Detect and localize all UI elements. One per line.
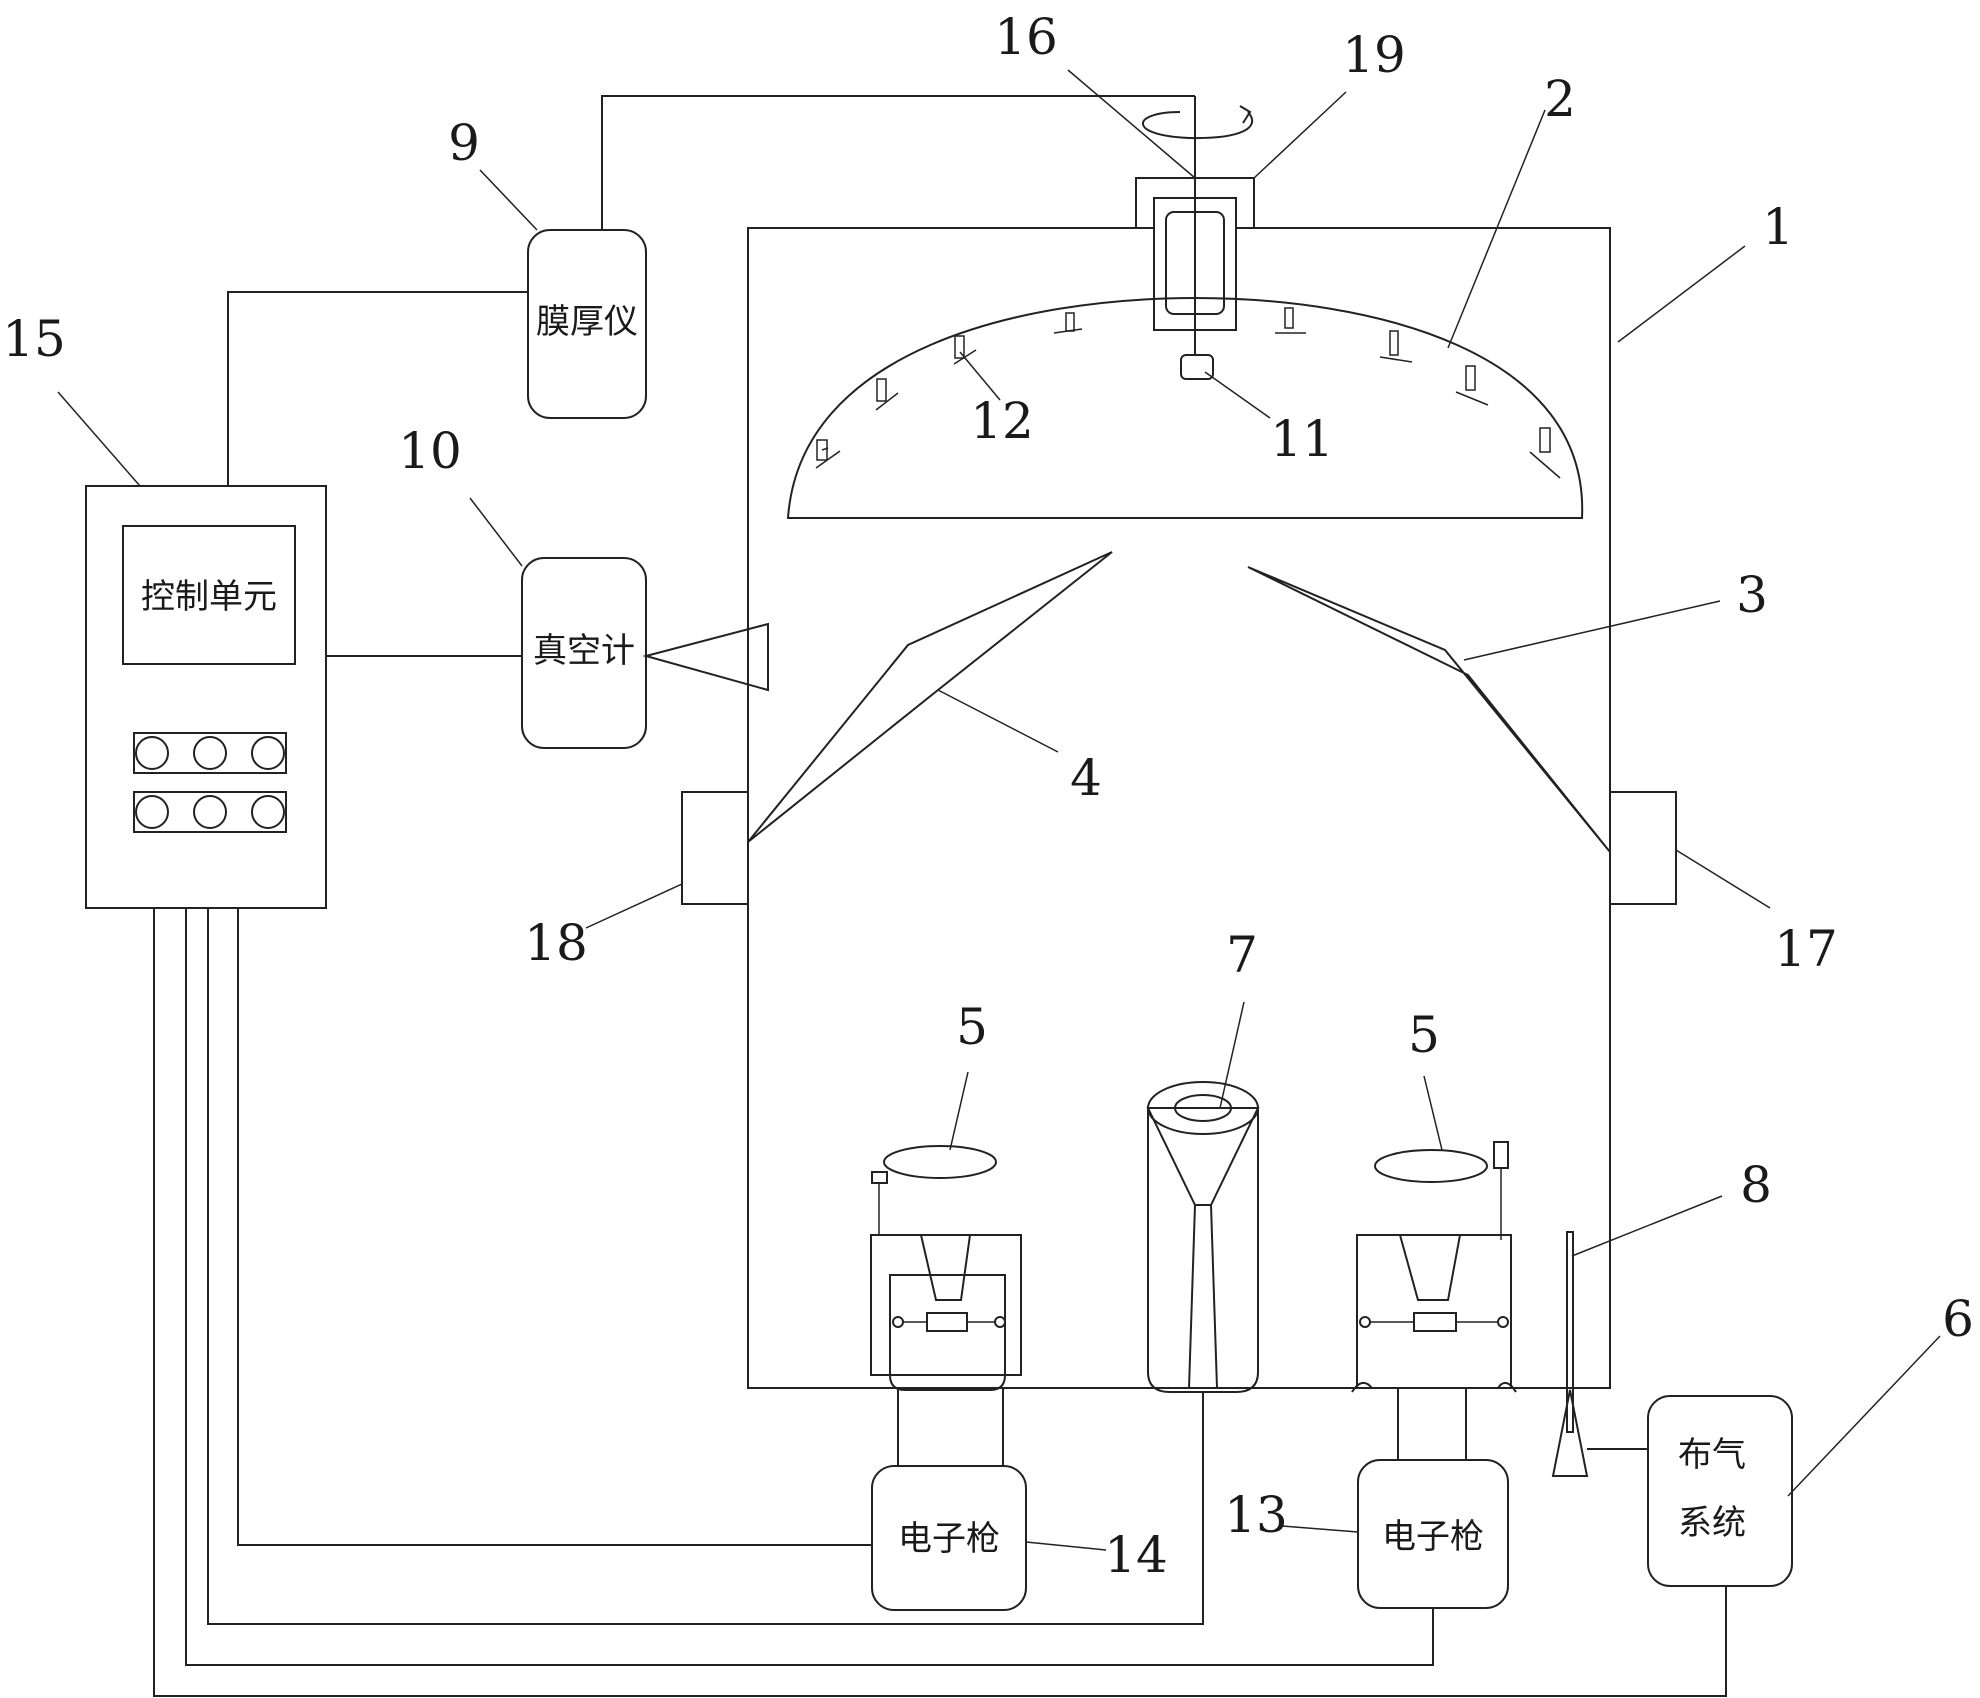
vacuum-gauge-label: 真空计 [533,631,635,671]
callout-15: 15 [2,310,66,368]
callout-5-right: 5 [1408,1006,1440,1064]
evaporation-source-right [1352,1142,1516,1392]
gas-system-label-1: 布气 [1678,1435,1746,1475]
callout-3: 3 [1736,566,1768,624]
callout-6: 6 [1942,1290,1974,1348]
evaporation-shutter-left [884,1146,996,1178]
vacuum-gauge-probe [646,624,768,690]
evaporation-shutter-right [1375,1150,1487,1182]
ion-source-7 [1148,1082,1258,1392]
crystal-sensor-11 [1181,355,1213,379]
gas-system-label-2: 系统 [1678,1503,1746,1543]
callout-12: 12 [970,392,1034,450]
control-unit-label: 控制单元 [141,577,277,617]
substrate-holders-12 [816,308,1560,478]
callout-1: 1 [1762,198,1794,256]
electron-gun-left-label: 电子枪 [898,1519,1000,1559]
connection-wires [154,96,1726,1696]
callout-2: 2 [1544,70,1576,128]
callout-5-left: 5 [956,998,988,1056]
gas-system-box [1648,1396,1792,1586]
callout-14: 14 [1104,1526,1168,1584]
callout-9: 9 [448,114,480,172]
rotation-arrow-icon [1143,106,1252,138]
callout-8: 8 [1740,1156,1772,1214]
film-thickness-meter-label: 膜厚仪 [536,302,638,342]
baffle-3 [1248,567,1610,852]
callout-19: 19 [1342,26,1406,84]
side-port-18 [682,792,748,904]
baffle-4 [748,552,1112,842]
callout-7: 7 [1226,926,1258,984]
evaporation-source-left [871,1172,1021,1390]
callout-10: 10 [398,422,462,480]
callout-11: 11 [1270,410,1334,468]
callout-18: 18 [524,914,588,972]
callout-16: 16 [994,8,1058,66]
electron-gun-right-label: 电子枪 [1382,1517,1484,1557]
side-port-17 [1610,792,1676,904]
callout-17: 17 [1774,920,1838,978]
callout-4: 4 [1070,749,1102,807]
callout-13: 13 [1224,1486,1288,1544]
